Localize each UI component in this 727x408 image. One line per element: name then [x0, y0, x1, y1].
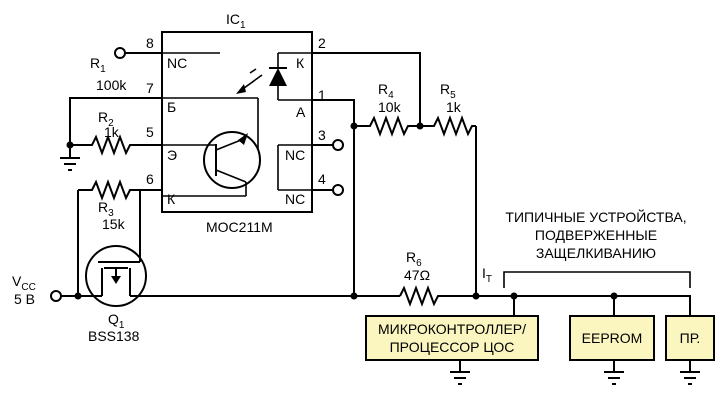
device-group-annotation: ТИПИЧНЫЕ УСТРОЙСТВА, ПОДВЕРЖЕННЫЕ ЗАЩЕЛК…	[503, 208, 691, 288]
svg-text:1k: 1k	[104, 124, 120, 140]
r4-resistor: R4 10k	[354, 81, 420, 137]
pin-number-6: 6	[146, 171, 154, 187]
pin-label-cathode: К	[296, 55, 305, 71]
pin-number-4: 4	[318, 171, 326, 187]
device-eeprom: EEPROM	[569, 315, 655, 385]
pin-number-8: 8	[146, 35, 154, 51]
r2-resistor: R2 1k	[70, 109, 162, 156]
pin-4-terminal	[332, 184, 344, 196]
wire-device-bus	[476, 295, 691, 316]
pin-8-terminal	[114, 47, 126, 59]
vcc-supply: VCC 5 В	[12, 273, 62, 307]
pin-label-anode: А	[296, 104, 306, 120]
pin-label-collector: К	[167, 191, 176, 207]
junction-vcc	[74, 292, 82, 300]
svg-text:1k: 1k	[446, 99, 462, 115]
svg-text:ЗАЩЕЛКИВАНИЮ: ЗАЩЕЛКИВАНИЮ	[536, 245, 656, 261]
pin-label-emitter: Э	[167, 147, 177, 163]
svg-text:EEPROM: EEPROM	[582, 330, 643, 346]
junction-bus	[350, 292, 358, 300]
svg-text:47Ω: 47Ω	[404, 267, 430, 283]
svg-text:ТИПИЧНЫЕ УСТРОЙСТВА,: ТИПИЧНЫЕ УСТРОЙСТВА,	[505, 208, 686, 225]
pin-label-nc-4: NC	[285, 191, 305, 207]
r3-resistor: R3 15k	[78, 179, 162, 232]
wire-pin7-to-ground	[69, 97, 162, 145]
svg-text:R1: R1	[90, 55, 106, 75]
wire-pin2-to-r5	[312, 52, 421, 126]
pin-3-terminal	[332, 139, 344, 151]
ic1-part: MOC211M	[206, 219, 273, 235]
svg-text:10k: 10k	[378, 99, 402, 115]
svg-text:ПРОЦЕССОР ЦОС: ПРОЦЕССОР ЦОС	[390, 339, 515, 355]
pin-label-nc-8: NC	[167, 55, 187, 71]
svg-text:100k: 100k	[96, 77, 127, 93]
svg-text:МИКРОКОНТРОЛЛЕР/: МИКРОКОНТРОЛЛЕР/	[378, 321, 526, 337]
pin-number-1: 1	[318, 87, 326, 103]
pin-number-2: 2	[318, 35, 326, 51]
r6-resistor: R6 47Ω	[399, 249, 476, 307]
pin-label-base: Б	[167, 99, 176, 115]
r1-resistor: R1 100k	[90, 55, 127, 93]
svg-text:ПОДВЕРЖЕННЫЕ: ПОДВЕРЖЕННЫЕ	[535, 227, 657, 243]
led-emitter	[236, 52, 312, 101]
pin-label-nc-3: NC	[285, 147, 305, 163]
current-it-label: IT	[482, 265, 492, 285]
svg-text:R4: R4	[378, 81, 394, 101]
pin-number-7: 7	[146, 80, 154, 96]
svg-text:VCC: VCC	[12, 273, 36, 293]
q1-mosfet: Q1 BSS138	[85, 245, 147, 344]
vcc-terminal	[50, 290, 62, 302]
wire-pin1-to-node	[312, 99, 355, 126]
svg-text:R3: R3	[98, 199, 114, 219]
svg-text:R6: R6	[406, 249, 422, 269]
r5-resistor: R5 1k	[420, 81, 476, 137]
ic1-body	[161, 31, 313, 213]
svg-text:BSS138: BSS138	[88, 328, 140, 344]
svg-text:R2: R2	[98, 109, 114, 129]
svg-text:Q1: Q1	[108, 311, 125, 331]
ic1-label: IC1	[226, 11, 246, 31]
device-other: ПР.	[665, 315, 715, 385]
svg-text:5 В: 5 В	[14, 291, 35, 307]
device-mcu: МИКРОКОНТРОЛЛЕР/ ПРОЦЕССОР ЦОС	[365, 315, 539, 385]
svg-text:15k: 15k	[102, 216, 126, 232]
svg-text:R5: R5	[440, 81, 456, 101]
pin-number-5: 5	[146, 124, 154, 140]
phototransistor	[162, 97, 261, 197]
svg-text:ПР.: ПР.	[680, 330, 701, 346]
ic1-optocoupler: IC1 MOC211M 8 7 5 6 2 1 3 4 NC Б Э К К А…	[114, 11, 344, 235]
ground-symbol-left	[60, 145, 80, 171]
pin-number-3: 3	[318, 127, 326, 143]
